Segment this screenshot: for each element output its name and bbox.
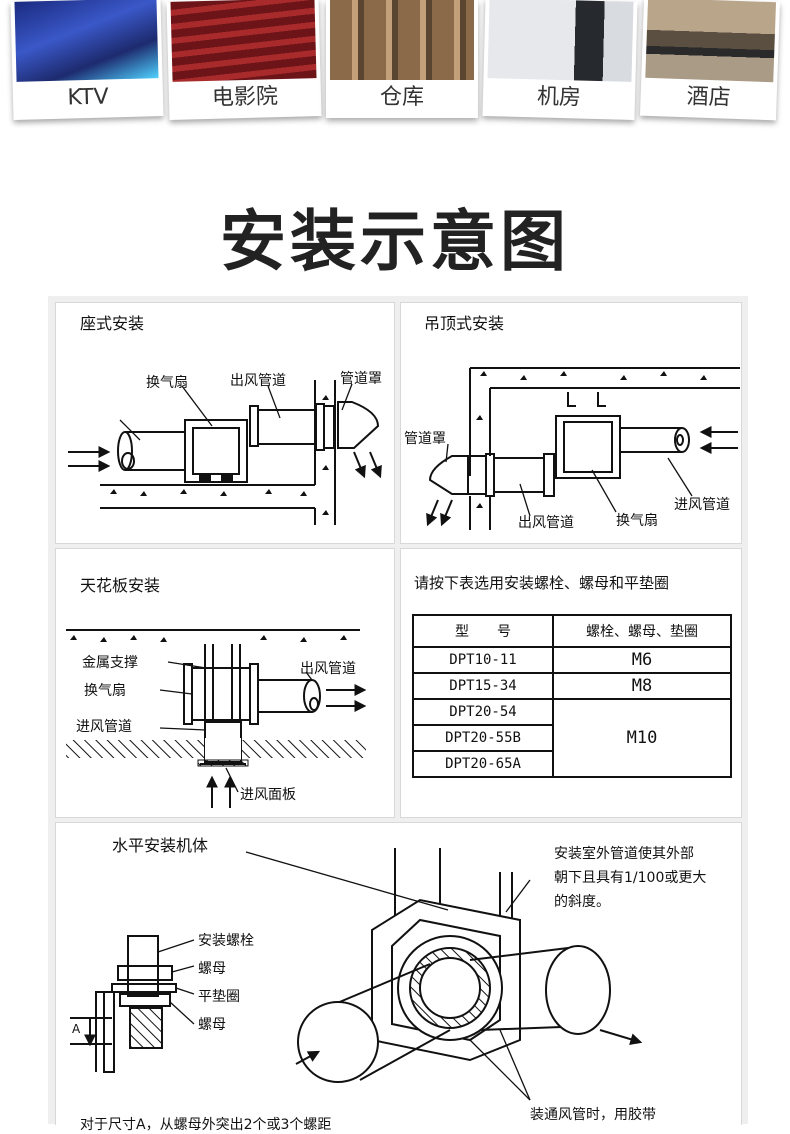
spec-head-model: 型 号: [412, 614, 554, 648]
spec-title: 请按下表选用安装螺栓、螺母和平垫圈: [414, 574, 670, 592]
hanging-install-title: 吊顶式安装: [424, 314, 505, 333]
seat-install-title: 座式安装: [80, 314, 145, 333]
ceiling-panel-label: 进风面板: [240, 787, 296, 803]
spec-size: M10: [552, 698, 732, 778]
table-row: DPT15-34 M8: [412, 672, 732, 700]
ceiling-concrete-marks: [70, 635, 347, 642]
ceiling-install-drawing: [66, 629, 367, 808]
hanging-inlet-label: 进风管道: [674, 497, 730, 513]
seat-fan-label: 换气扇: [146, 375, 188, 391]
spec-model: DPT15-34: [412, 672, 554, 700]
bolt-label: 安装螺栓: [198, 933, 254, 949]
ceiling-support-label: 金属支撑: [82, 655, 138, 671]
spec-model: DPT20-54: [412, 698, 554, 726]
spec-model: DPT20-65A: [412, 750, 554, 778]
horizontal-install-drawing: [70, 848, 643, 1101]
spec-model: DPT20-55B: [412, 724, 554, 752]
horizontal-note: 安装室外管道使其外部 朝下且具有1/100或更大 的斜度。: [554, 842, 706, 914]
spec-header-row: 型 号 螺栓、螺母、垫圈: [412, 614, 732, 648]
ceiling-fan-label: 换气扇: [84, 683, 126, 699]
hanging-install-drawing: [426, 367, 740, 530]
spec-table: 型 号 螺栓、螺母、垫圈 DPT10-11 M6 DPT15-34 M8 DPT…: [412, 614, 732, 778]
bottom-cut-text: 对于尺寸A，从螺母外突出2个或3个螺距: [80, 1117, 332, 1133]
warehouse-photo: [330, 0, 474, 80]
scene-card-warehouse: 仓库: [326, 0, 478, 118]
table-row: DPT20-54 M10: [412, 698, 732, 778]
nut-label-upper: 螺母: [198, 961, 226, 977]
hanging-outlet-label: 出风管道: [518, 515, 574, 531]
note-line: 的斜度。: [554, 894, 610, 910]
note-line: 朝下且具有1/100或更大: [554, 870, 707, 886]
spec-size: M8: [552, 672, 732, 700]
ceiling-install-title: 天花板安装: [80, 576, 161, 595]
hanging-cover-label: 管道罩: [404, 431, 446, 447]
page-title: 安装示意图: [220, 203, 570, 280]
dimension-a-label: A: [72, 1022, 81, 1036]
seat-outlet-label: 出风管道: [230, 373, 286, 389]
table-row: DPT20-65A: [412, 750, 731, 778]
table-row: DPT20-55B: [412, 724, 731, 752]
nut-label-lower: 螺母: [198, 1017, 226, 1033]
horizontal-install-title: 水平安装机体: [112, 836, 209, 855]
seat-install-drawing: [68, 380, 382, 525]
table-row: DPT10-11 M6: [412, 646, 732, 674]
note-line: 安装室外管道使其外部: [554, 846, 694, 862]
spec-model: DPT10-11: [412, 646, 554, 674]
ceiling-outlet-label: 出风管道: [300, 661, 356, 677]
ceiling-inlet-label: 进风管道: [76, 719, 132, 735]
washer-label: 平垫圈: [198, 989, 240, 1005]
spec-head-parts: 螺栓、螺母、垫圈: [552, 614, 732, 648]
scene-strip: KTV 电影院 仓库 机房 酒店: [0, 0, 790, 150]
seat-concrete-marks: [110, 395, 329, 515]
seat-cover-label: 管道罩: [340, 371, 382, 387]
hanging-fan-label: 换气扇: [616, 513, 658, 529]
panel-ceiling-install: [55, 548, 395, 818]
tape-label: 装通风管时，用胶带: [530, 1107, 656, 1123]
spec-size: M6: [552, 646, 732, 674]
scene-label: 仓库: [379, 85, 424, 110]
hanging-concrete-marks: [476, 371, 707, 508]
